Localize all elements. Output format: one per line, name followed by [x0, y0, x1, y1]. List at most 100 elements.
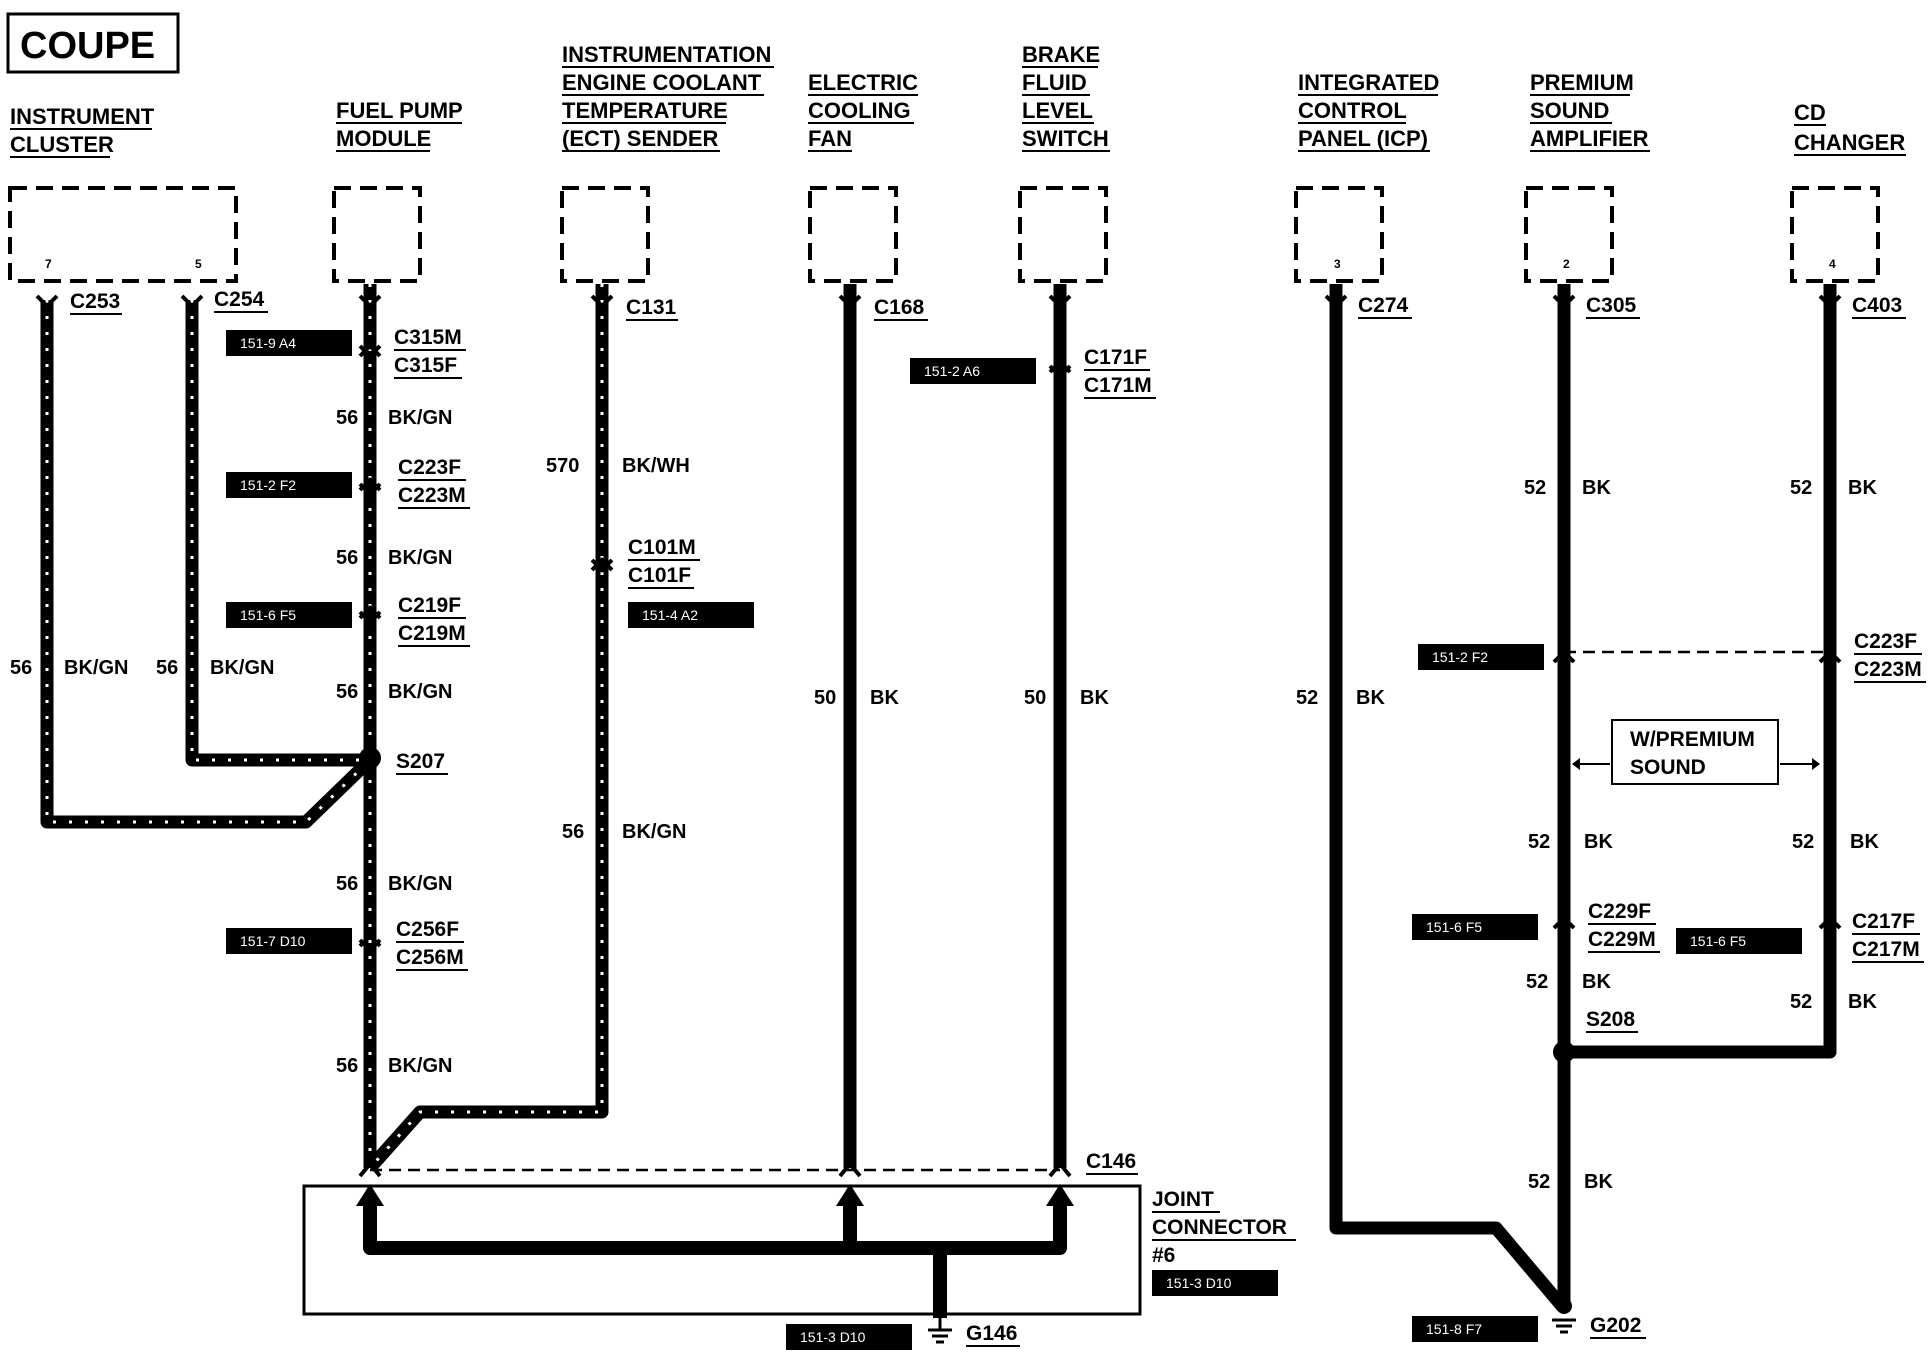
joint-connector-6: JOINT CONNECTOR #6	[302, 1184, 1296, 1318]
svg-text:52: 52	[1528, 1171, 1550, 1193]
joint-connector-label-1: JOINT	[1152, 1188, 1214, 1211]
connector-c256f: C256F	[396, 918, 459, 941]
svg-text:56: 56	[562, 821, 584, 843]
splice-s207-label: S207	[396, 750, 445, 773]
svg-text:FLUID: FLUID	[1022, 70, 1087, 95]
wire-icp	[1329, 284, 1567, 1311]
ref-151-8-f7: 151-8 F7	[1426, 1321, 1482, 1337]
svg-text:56: 56	[336, 873, 358, 895]
connector-c146: C146	[1086, 1150, 1136, 1173]
svg-text:BK: BK	[1582, 477, 1611, 499]
svg-text:BK: BK	[1080, 687, 1109, 709]
connector-c223f: C223F	[398, 456, 461, 479]
connector-c274: C274	[1358, 294, 1409, 317]
ref-151-2-a6: 151-2 A6	[924, 363, 980, 379]
ref-151-6-f5-cd: 151-6 F5	[1690, 933, 1746, 949]
connector-c229m: C229M	[1588, 928, 1656, 951]
svg-text:BK/WH: BK/WH	[622, 455, 690, 477]
svg-text:56: 56	[10, 657, 32, 679]
svg-text:56: 56	[156, 657, 178, 679]
page-title: COUPE	[20, 25, 155, 67]
connector-c256m: C256M	[396, 946, 464, 969]
svg-text:56: 56	[336, 547, 358, 569]
svg-text:BK/GN: BK/GN	[210, 657, 274, 679]
svg-text:570: 570	[546, 455, 579, 477]
connector-c217f: C217F	[1852, 910, 1915, 933]
svg-text:56: 56	[336, 1055, 358, 1077]
cd-changer-box	[1790, 186, 1880, 283]
wire-cd-changer	[1564, 284, 1837, 1059]
connector-c131: C131	[626, 296, 677, 319]
svg-text:INSTRUMENT: INSTRUMENT	[10, 104, 155, 129]
connector-c403: C403	[1852, 294, 1902, 317]
svg-text:MODULE: MODULE	[336, 126, 431, 151]
svg-text:CD: CD	[1794, 100, 1826, 125]
connector-c223m-right: C223M	[1854, 658, 1922, 681]
svg-text:52: 52	[1296, 687, 1318, 709]
component-label-electric-cooling-fan: ELECTRIC COOLING FAN	[808, 70, 918, 152]
fuel-pump-module-box	[332, 186, 422, 283]
connector-c253: C253	[70, 290, 120, 313]
connector-c101m: C101M	[628, 536, 696, 559]
brake-switch-box	[1018, 186, 1108, 283]
svg-text:INTEGRATED: INTEGRATED	[1298, 70, 1439, 95]
svg-text:BK: BK	[1848, 991, 1877, 1013]
svg-text:BK/GN: BK/GN	[622, 821, 686, 843]
connector-c168: C168	[874, 296, 925, 319]
svg-text:TEMPERATURE: TEMPERATURE	[562, 98, 728, 123]
pin-2: 2	[1563, 257, 1570, 271]
connector-c171f: C171F	[1084, 346, 1147, 369]
svg-text:52: 52	[1790, 991, 1812, 1013]
svg-text:BK/GN: BK/GN	[388, 407, 452, 429]
svg-text:52: 52	[1790, 477, 1812, 499]
cooling-fan-box	[808, 186, 898, 283]
svg-text:SOUND: SOUND	[1530, 98, 1609, 123]
svg-text:50: 50	[1024, 687, 1046, 709]
svg-text:ELECTRIC: ELECTRIC	[808, 70, 918, 95]
connector-c217m: C217M	[1852, 938, 1920, 961]
svg-text:FUEL PUMP: FUEL PUMP	[336, 98, 463, 123]
ref-151-3-d10-ground: 151-3 D10	[800, 1329, 866, 1345]
ref-151-6-f5: 151-6 F5	[240, 607, 296, 623]
svg-text:SWITCH: SWITCH	[1022, 126, 1109, 151]
svg-text:LEVEL: LEVEL	[1022, 98, 1093, 123]
ect-sender-box	[560, 186, 650, 283]
splice-s207-dot	[359, 747, 381, 769]
svg-text:56: 56	[336, 407, 358, 429]
svg-text:SOUND: SOUND	[1630, 756, 1706, 779]
component-label-premium-sound-amplifier: PREMIUM SOUND AMPLIFIER	[1530, 70, 1650, 152]
svg-text:56: 56	[336, 681, 358, 703]
component-label-fuel-pump-module: FUEL PUMP MODULE	[336, 98, 463, 152]
connector-labels: C253 C254 C315M C315F C223F C223M C219F …	[70, 288, 1926, 1175]
component-label-icp: INTEGRATED CONTROL PANEL (ICP)	[1298, 70, 1439, 152]
page-references: 151-9 A4 151-2 F2 151-6 F5 151-7 D10 151…	[226, 330, 1802, 1350]
ref-151-2-f2-right: 151-2 F2	[1432, 649, 1488, 665]
svg-text:BRAKE: BRAKE	[1022, 42, 1100, 67]
svg-text:BK: BK	[1584, 1171, 1613, 1193]
connector-c305: C305	[1586, 294, 1637, 317]
svg-text:PANEL (ICP): PANEL (ICP)	[1298, 126, 1428, 151]
wire-ic-pin7	[40, 300, 375, 829]
svg-text:CHANGER: CHANGER	[1794, 130, 1905, 155]
svg-text:BK: BK	[1582, 971, 1611, 993]
svg-text:CONTROL: CONTROL	[1298, 98, 1407, 123]
pin-7: 7	[45, 257, 52, 271]
svg-text:BK/GN: BK/GN	[64, 657, 128, 679]
svg-text:BK/GN: BK/GN	[388, 873, 452, 895]
connector-c219f: C219F	[398, 594, 461, 617]
connector-c223f-right: C223F	[1854, 630, 1917, 653]
pin-5: 5	[195, 257, 202, 271]
wire-labels: 56 BK/GN 56 BK/GN 56 BK/GN 56 BK/GN 56 B…	[10, 407, 1879, 1193]
svg-text:COOLING: COOLING	[808, 98, 911, 123]
connector-c223m: C223M	[398, 484, 466, 507]
ref-151-3-d10-joint: 151-3 D10	[1166, 1275, 1232, 1291]
svg-text:W/PREMIUM: W/PREMIUM	[1630, 728, 1755, 751]
connector-c229f: C229F	[1588, 900, 1651, 923]
svg-text:(ECT) SENDER: (ECT) SENDER	[562, 126, 719, 151]
component-label-ect-sender: INSTRUMENTATION ENGINE COOLANT TEMPERATU…	[562, 42, 774, 152]
connector-c101f: C101F	[628, 564, 691, 587]
instrument-cluster-box	[8, 186, 238, 283]
svg-text:BK: BK	[1356, 687, 1385, 709]
splice-s208-label: S208	[1586, 1008, 1635, 1031]
svg-text:BK: BK	[1850, 831, 1879, 853]
